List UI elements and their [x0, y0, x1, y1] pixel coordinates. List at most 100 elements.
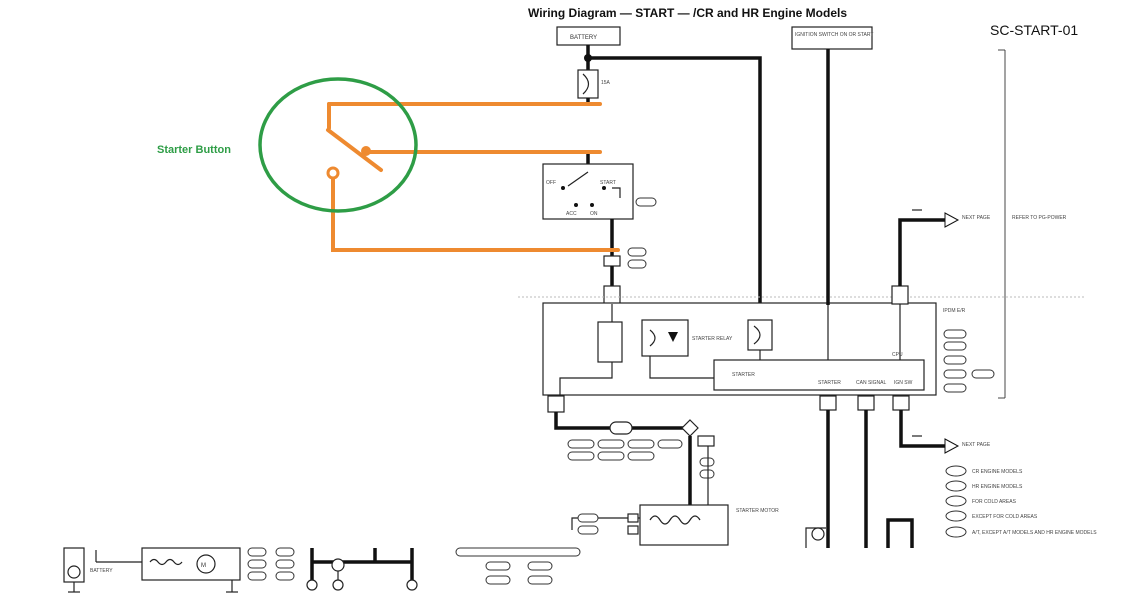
bottom-ground-circle-1: [306, 579, 318, 591]
inline-connector: [609, 421, 633, 435]
legend-symbol-2: [945, 480, 967, 492]
fuse-label: 15A: [601, 80, 611, 86]
legend-item-2: HR ENGINE MODELS: [972, 484, 1023, 490]
starter-code-2: [577, 525, 599, 535]
starter-button-label: Starter Button: [157, 144, 231, 156]
starter-relay-coil: [597, 321, 623, 363]
chain-code-5: [597, 451, 625, 461]
bottom-motor-symbol: [196, 554, 216, 574]
starter-button-circle: [258, 77, 418, 213]
bottom-connector-circle: [811, 527, 825, 541]
bottom-code-6: [275, 571, 295, 581]
ignition-fuse-label: IGNITION SWITCH ON OR START: [795, 32, 873, 38]
signal-label-3: IGN SW: [894, 380, 913, 386]
ipdm-fuse-element: [753, 325, 761, 345]
orange-wire-bottom: [331, 169, 620, 252]
ipdm-connector-b1: [819, 395, 837, 411]
chain-code-9: [699, 469, 715, 479]
next-page-label-1: NEXT PAGE: [962, 215, 991, 221]
next-page-label-2: NEXT PAGE: [962, 442, 991, 448]
conn-code-r2: [943, 341, 967, 351]
bottom-battery-terminal: [67, 565, 81, 579]
conn-code-r6: [971, 369, 995, 379]
orange-switch-blade: [326, 128, 383, 172]
conn-code-r1: [943, 329, 967, 339]
bottom-code-3: [247, 571, 267, 581]
to-next-page-wire-1: [898, 218, 945, 286]
diagram-title: Wiring Diagram — START — /CR and HR Engi…: [528, 6, 847, 20]
switch-acc-label: ACC: [566, 211, 577, 217]
conn-code-r4: [943, 369, 967, 379]
cpu-label: CPU: [892, 352, 903, 358]
wire-code-2: [627, 259, 647, 269]
legend-item-3: FOR COLD AREAS: [972, 499, 1017, 505]
starter-ground-lead: [571, 517, 640, 530]
starter-solenoid-coil: [649, 515, 701, 525]
switch-out-connector: [603, 255, 621, 267]
signal-label-1: STARTER: [818, 380, 841, 386]
chain-code-1: [567, 439, 595, 449]
legend-symbol-1: [945, 465, 967, 477]
to-next-page-wire-2: [899, 410, 945, 448]
legend-item-1: CR ENGINE MODELS: [972, 469, 1023, 475]
switch-start-label: START: [600, 180, 616, 186]
switch-off-label: OFF: [546, 180, 556, 186]
switch-connector-code: [635, 197, 657, 207]
bottom-code-4: [275, 547, 295, 557]
chain-code-4: [567, 451, 595, 461]
cpu-box: [713, 359, 925, 391]
legend-item-5: A/T, EXCEPT A/T MODELS AND HR ENGINE MOD…: [972, 530, 1097, 536]
bottom-starter-box: [141, 547, 241, 581]
ipdm-connector-top-right: [891, 285, 909, 305]
bottom-code-5: [275, 559, 295, 569]
next-page-arrow-1: [944, 212, 960, 228]
switch-start-lead: [612, 187, 621, 198]
chain-code-7: [657, 439, 683, 449]
switch-contact-4: [590, 203, 594, 207]
diagram-code: SC-START-01: [990, 22, 1078, 38]
fuse-element: [582, 73, 590, 95]
bottom-ground-circle-3: [406, 579, 418, 591]
bottom-code-10: [527, 575, 553, 585]
battery-to-ipdm-wire: [588, 56, 762, 305]
junction-diamond: [681, 419, 699, 437]
conn-code-r3: [943, 355, 967, 365]
next-page-arrow-2: [944, 438, 960, 454]
ipdm-connector-top-left: [603, 285, 621, 305]
legend-symbol-3: [945, 495, 967, 507]
ignition-switch-box: [542, 163, 634, 220]
ipdm-internal-2: [649, 356, 714, 379]
starter-motor-label: STARTER MOTOR: [736, 508, 779, 514]
bottom-code-7: [485, 561, 511, 571]
starter-output-wire: [554, 412, 690, 430]
bottom-code-8: [527, 561, 553, 571]
legend-item-4: EXCEPT FOR COLD AREAS: [972, 514, 1038, 520]
conn-code-r5: [943, 383, 967, 393]
bottom-loop-wire: [886, 518, 914, 548]
starter-relay-box: [641, 319, 689, 357]
ignition-fuse-box: [791, 26, 873, 50]
bottom-battery-symbol: [63, 547, 85, 583]
ipdm-label: IPDM E/R: [943, 308, 966, 314]
switch-contact-1: [561, 186, 565, 190]
legend-symbol-5: [945, 526, 967, 538]
bottom-coil: [149, 558, 183, 566]
bottom-splice-1: [331, 558, 345, 572]
starter-code-1: [577, 513, 599, 523]
chain-diamond-box: [697, 435, 715, 447]
signal-label-2: CAN SIGNAL: [856, 380, 887, 386]
ipdm-connector-bottom-left: [547, 395, 565, 413]
bottom-code-2: [247, 559, 267, 569]
starter-connector-b: [627, 525, 639, 535]
chain-code-6: [627, 451, 655, 461]
starter-line-label: STARTER: [732, 372, 755, 378]
switch-contact-3: [574, 203, 578, 207]
starter-motor-box: [639, 504, 729, 546]
ipdm-internal-3: [559, 362, 613, 395]
bottom-code-wide: [455, 547, 581, 557]
bottom-battery-label: BATTERY: [90, 568, 113, 574]
bottom-strip: BATTERY M: [63, 547, 581, 593]
switch-on-label: ON: [590, 211, 598, 217]
bottom-motor-letter: M: [201, 563, 206, 569]
